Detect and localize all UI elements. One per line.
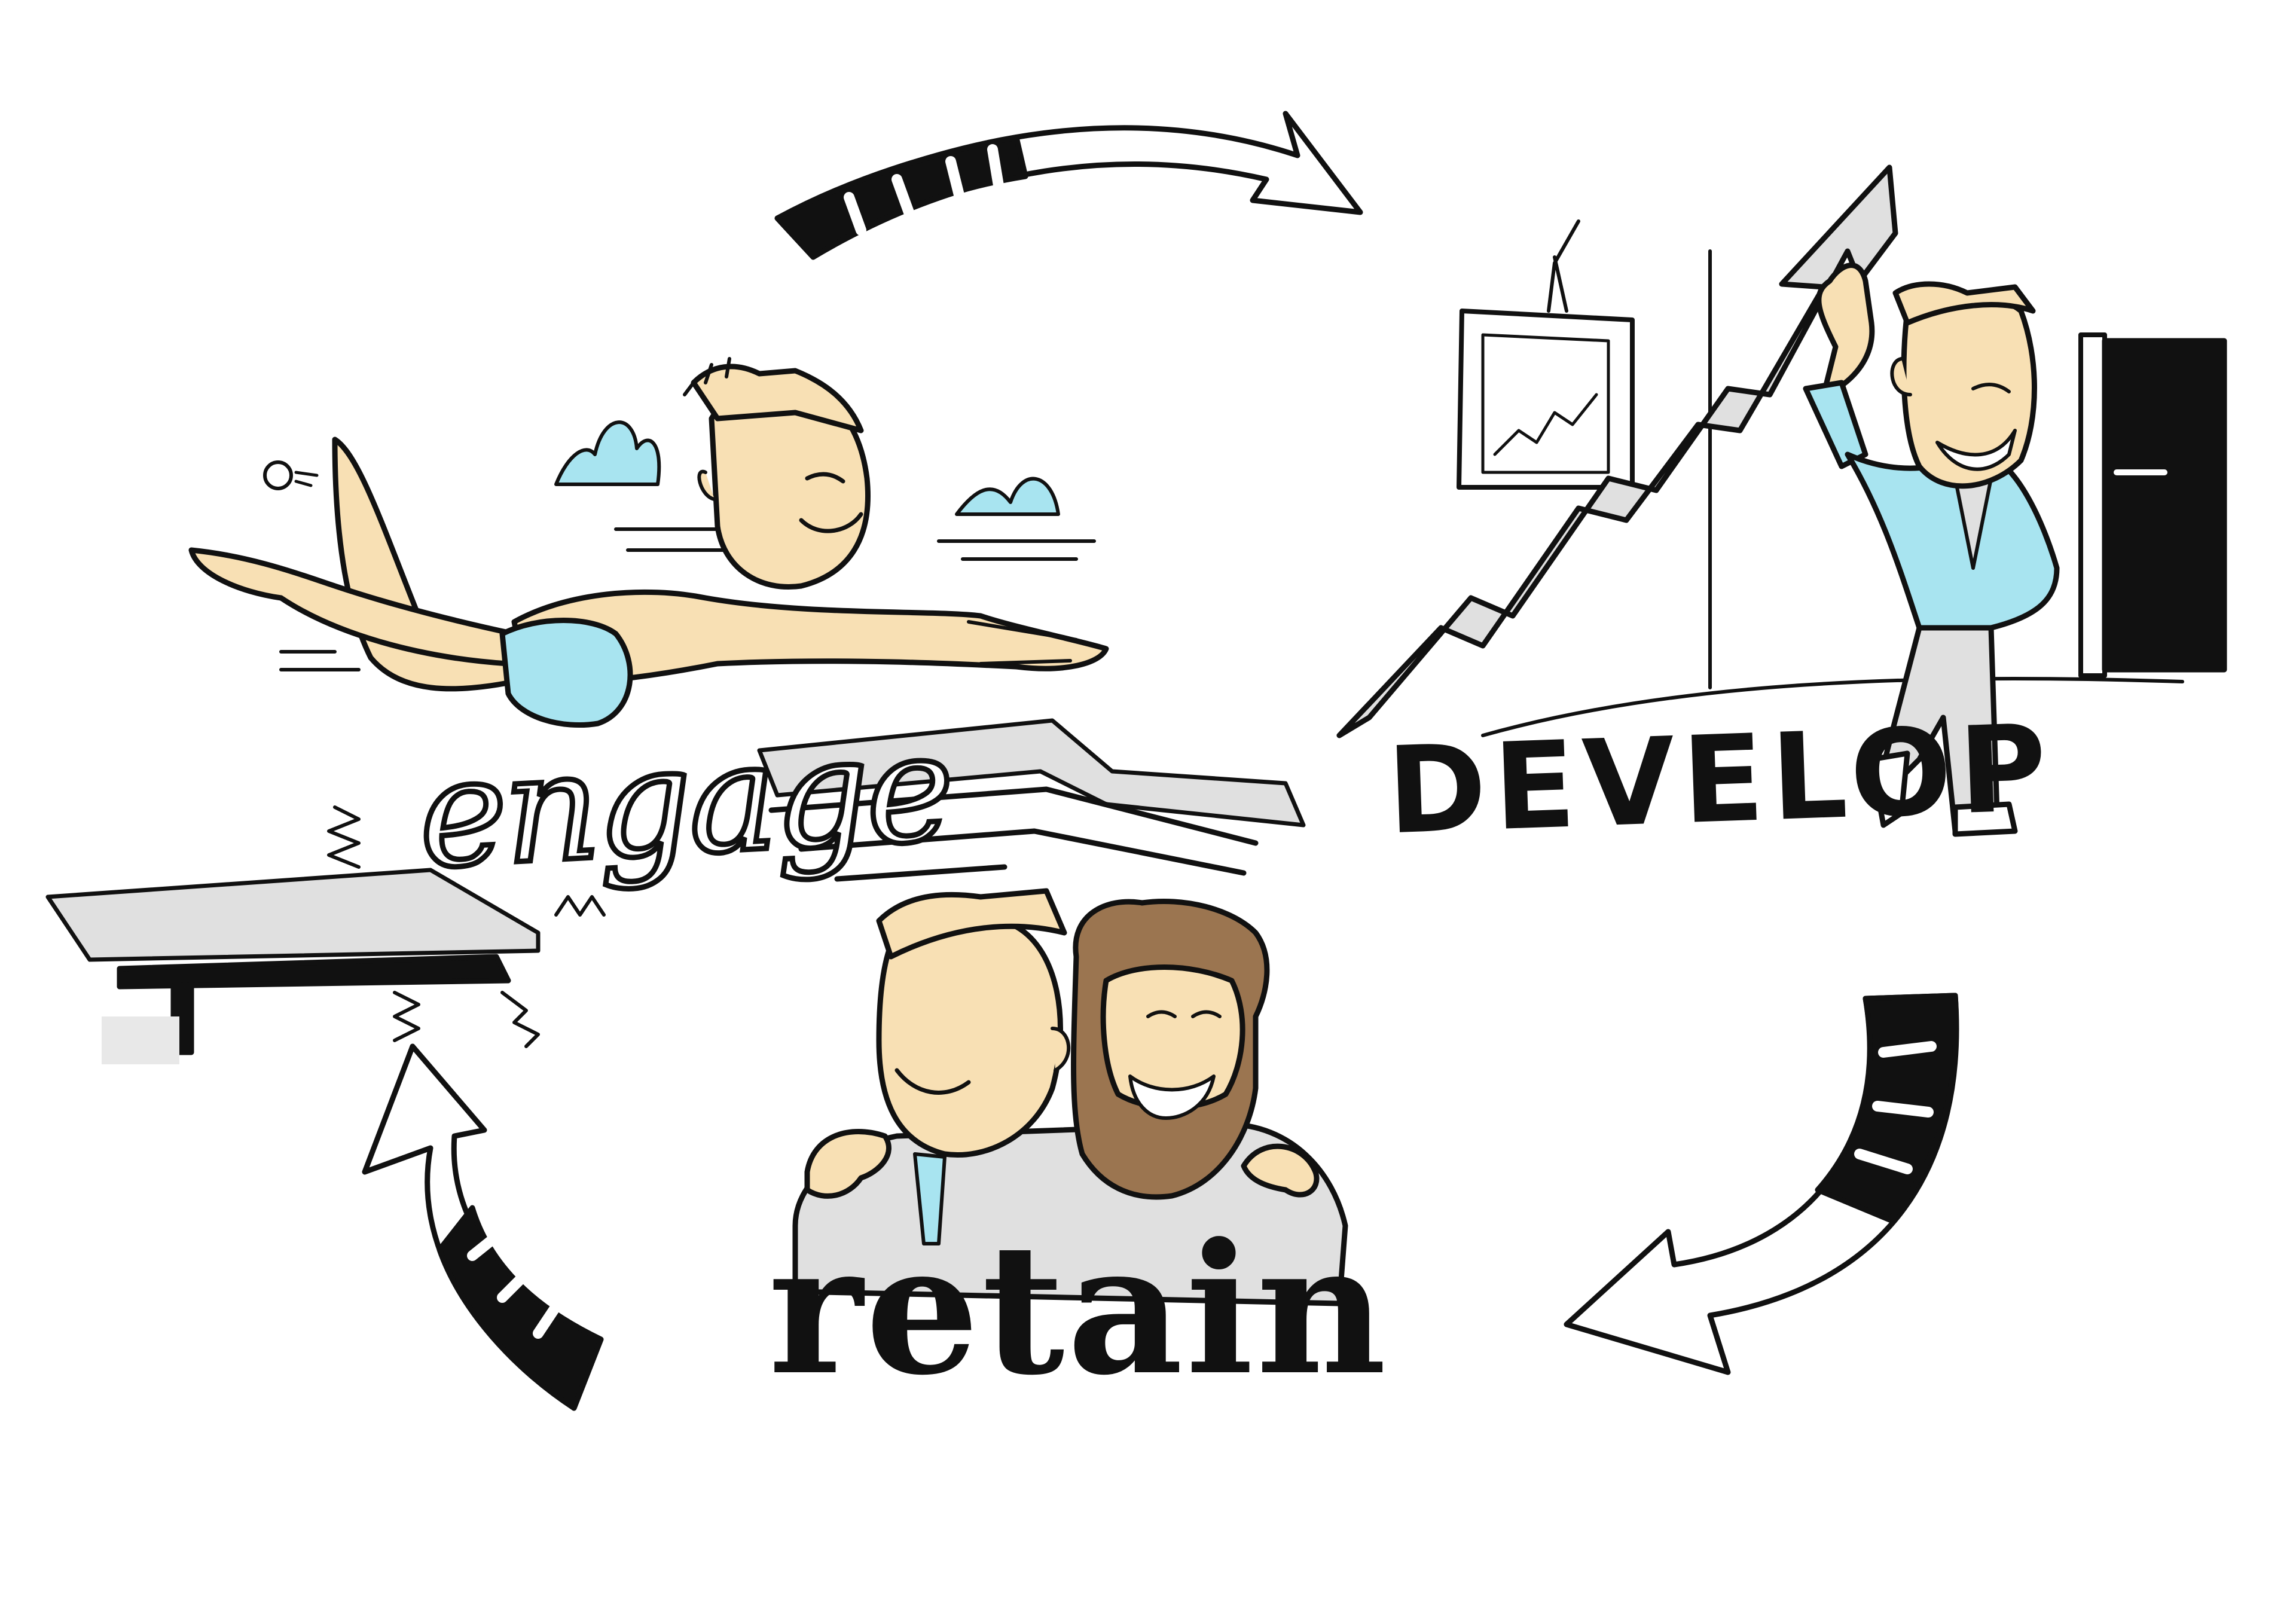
arrow-retain-to-engage [362, 1043, 604, 1411]
develop-label: DEVELOP [1385, 698, 2056, 862]
two-colleagues-illustration [792, 888, 1348, 1306]
retain-label: retain [768, 1204, 1389, 1415]
growth-chart-illustration [1336, 164, 2227, 738]
diving-man-illustration [188, 357, 1109, 728]
pool-illustration [757, 718, 1306, 882]
happy-man-illustration [1803, 262, 2060, 837]
engage-label: engage [411, 697, 957, 904]
arrow-engage-to-develop [774, 111, 1363, 260]
diving-board-illustration [45, 805, 606, 1064]
arrow-develop-to-retain [1564, 993, 1959, 1375]
